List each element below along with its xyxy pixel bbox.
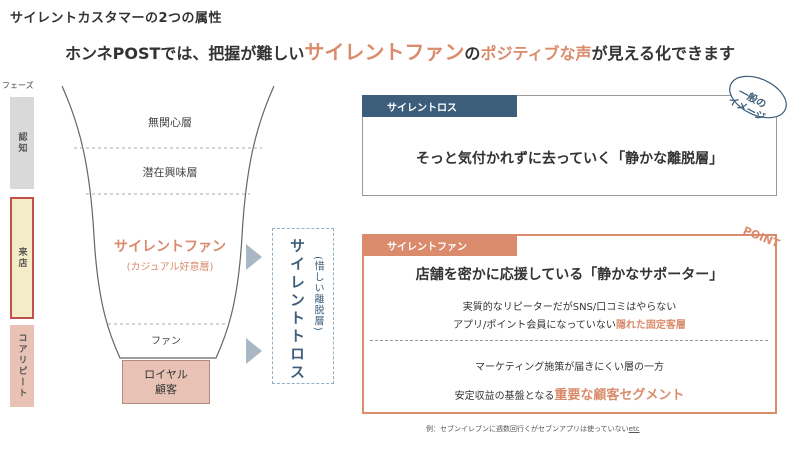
royal-customer-box: ロイヤル 顧客: [122, 360, 210, 404]
headline-accent-positive-voice: ポジティブな声: [480, 44, 592, 63]
general-image-oval: [729, 75, 787, 119]
silent-fan-line-4: 安定収益の基盤となる重要な顧客セグメント: [362, 384, 777, 403]
example-note: 例：セブンイレブンに週数回行くがセブンアプリは使っていないetc: [426, 424, 640, 434]
silent-fan-line-2-highlight: 隠れた固定客層: [615, 320, 686, 331]
funnel-outline: [61, 86, 275, 359]
silent-loss-tab: サイレントロス: [362, 95, 517, 117]
funnel-silent-fan: サイレントファン: [114, 239, 226, 255]
layer-latent-interest: 潜在興味層: [142, 166, 198, 179]
phase-visit: 来店: [10, 197, 34, 319]
silent-loss-vertical-title: サイレントトロス: [288, 238, 306, 382]
phase-awareness: 認知: [10, 97, 34, 189]
silent-fan-tab: サイレントファン: [362, 234, 517, 256]
headline-mid: の: [464, 44, 481, 63]
silent-fan-divider: [370, 340, 768, 341]
silent-fan-card: [362, 234, 777, 414]
silent-fan-line-4-prefix: 安定収益の基盤となる: [454, 391, 555, 402]
arrow-icon-upper: [246, 244, 262, 270]
headline-accent-silent-fan: サイレントファン: [304, 40, 465, 64]
silent-fan-heading: 店舗を密かに応援している「静かなサポーター」: [415, 267, 724, 283]
funnel-casual-favorable: (カジュアル好意層): [126, 262, 214, 273]
headline: ホンネPOSTでは、把握が難しいサイレントファンのポジティブな声が見える化できま…: [0, 36, 800, 65]
silent-loss-description: そっと気付かれずに去っていく「静かな離脱層」: [415, 151, 724, 167]
headline-prefix: ホンネPOSTでは、把握が難しい: [64, 44, 305, 63]
silent-fan-line-3: マーケティング施策が届きにくい層の一方: [475, 362, 664, 373]
slide-title: サイレントカスタマーの2つの属性: [10, 11, 223, 26]
silent-fan-line-2-prefix: アプリ/ポイント会員になっていない: [453, 320, 616, 331]
example-note-text: 例：セブンイレブンに週数回行くがセブンアプリは使っていない: [426, 425, 629, 433]
royal-line-1: ロイヤル: [144, 367, 188, 381]
phase-label: フェーズ: [2, 81, 34, 90]
silent-fan-line-1: 実質的なリピーターだがSNS/口コミはやらない: [462, 302, 677, 313]
arrow-icon-lower: [246, 338, 262, 364]
headline-suffix: が見える化できます: [591, 44, 736, 63]
example-note-etc: etc: [628, 425, 640, 433]
silent-fan-line-4-highlight: 重要な顧客セグメント: [554, 388, 685, 403]
funnel-diagram: [61, 86, 275, 359]
phase-awareness-label: 認知: [16, 132, 27, 154]
phase-core-repeat-label: コアリピート: [16, 333, 27, 399]
phase-visit-label: 来店: [16, 247, 27, 269]
royal-line-2: 顧客: [155, 383, 177, 396]
layer-indifferent: 無関心層: [148, 116, 192, 129]
silent-fan-line-2: アプリ/ポイント会員になっていない隠れた固定客層: [362, 316, 777, 331]
layer-fan: ファン: [151, 336, 181, 347]
silent-loss-dashed-box: [272, 228, 334, 384]
silent-loss-vertical-subtitle: (惜しい離脱層): [312, 256, 323, 332]
silent-loss-card: [362, 95, 777, 196]
phase-core-repeat: コアリピート: [10, 325, 34, 407]
